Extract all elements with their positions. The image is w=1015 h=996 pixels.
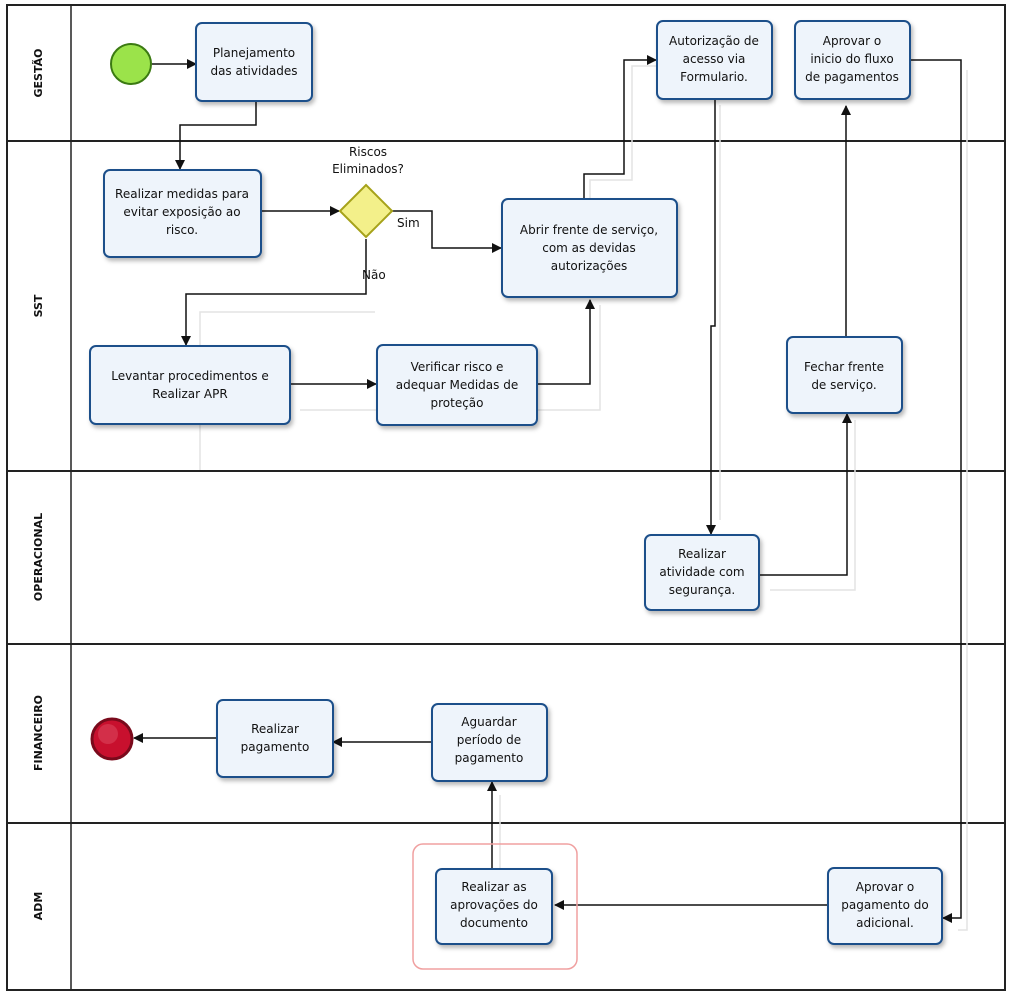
task-abrir-frente[interactable]: Abrir frente de serviço, com as devidas au… bbox=[501, 198, 678, 298]
start-event[interactable] bbox=[110, 43, 152, 85]
task-text-line: pagamento bbox=[455, 751, 524, 765]
task-text-line: evitar exposição ao bbox=[123, 205, 240, 219]
task-text-line: Realizar bbox=[251, 722, 299, 736]
task-text-line: Abrir frente de serviço, bbox=[520, 223, 658, 237]
task-text-line: Realizar medidas para bbox=[115, 187, 249, 201]
task-aprovar-inicio[interactable]: Aprovar o inicio do fluxo de pagamentos bbox=[794, 20, 911, 100]
flow-aprovar-inicio-adm bbox=[910, 59, 962, 923]
task-text-line: proteção bbox=[430, 396, 483, 410]
gateway-riscos-eliminados[interactable] bbox=[338, 183, 394, 239]
task-realizar-medidas[interactable]: Realizar medidas para evitar exposição ao… bbox=[103, 169, 262, 258]
highlight-frame bbox=[412, 843, 578, 970]
lane-label-financeiro: FINANCEIRO bbox=[32, 695, 45, 771]
task-text-line: documento bbox=[460, 916, 528, 930]
task-text-line: de pagamentos bbox=[805, 70, 899, 84]
task-planejamento[interactable]: Planejamento das atividades bbox=[195, 22, 313, 102]
flow-autorizacao-atividade bbox=[706, 99, 716, 535]
task-aprovar-pagamento[interactable]: Aprovar o pagamento do adicional. bbox=[827, 867, 943, 945]
task-text-line: pagamento do bbox=[841, 898, 928, 912]
task-text-line: Levantar procedimentos e bbox=[111, 369, 268, 383]
task-verificar-risco[interactable]: Verificar risco e adequar Medidas de prote… bbox=[376, 344, 538, 426]
end-event[interactable] bbox=[90, 717, 134, 761]
task-text-line: Realizar as bbox=[461, 880, 526, 894]
gateway-nao-label: Não bbox=[362, 268, 386, 282]
lane-label-gestao: GESTÃO bbox=[32, 49, 45, 98]
task-text-line: atividade com bbox=[659, 565, 744, 579]
flow-gateway-sim bbox=[392, 210, 502, 253]
task-text-line: Formulario. bbox=[680, 70, 748, 84]
task-text-line: Planejamento bbox=[213, 46, 295, 60]
task-text-line: com as devidas bbox=[542, 241, 636, 255]
gateway-sim-label: Sim bbox=[397, 216, 420, 230]
task-text-line: aprovações do bbox=[450, 898, 538, 912]
task-text-line: adequar Medidas de bbox=[396, 378, 518, 392]
connectors bbox=[133, 55, 962, 923]
task-text-line: Autorização de bbox=[669, 34, 759, 48]
gateway-label-line-2: Eliminados? bbox=[332, 162, 404, 176]
task-text-line: inicio do fluxo bbox=[810, 52, 893, 66]
task-text-line: de serviço. bbox=[811, 378, 876, 392]
flow-abrir-autorizacao bbox=[583, 55, 657, 198]
task-text-line: período de bbox=[457, 733, 521, 747]
flow-planejamento-medidas bbox=[175, 101, 257, 170]
task-text-line: Aprovar o bbox=[856, 880, 914, 894]
task-levantar-procedimentos[interactable]: Levantar procedimentos e Realizar APR bbox=[89, 345, 291, 425]
task-realizar-atividade[interactable]: Realizar atividade com segurança. bbox=[644, 534, 760, 611]
task-aguardar-periodo[interactable]: Aguardar período de pagamento bbox=[431, 703, 548, 782]
lane-label-adm: ADM bbox=[32, 892, 45, 921]
task-text-line: autorizações bbox=[551, 259, 628, 273]
task-text-line: Verificar risco e bbox=[411, 360, 504, 374]
task-text-line: Aguardar bbox=[461, 715, 516, 729]
task-realizar-aprovacoes[interactable]: Realizar as aprovações do documento bbox=[435, 868, 553, 945]
task-fechar-frente[interactable]: Fechar frente de serviço. bbox=[786, 336, 903, 414]
flow-gateway-nao bbox=[181, 239, 367, 346]
task-text-line: pagamento bbox=[241, 740, 310, 754]
gateway-label-line-1: Riscos bbox=[349, 145, 387, 159]
task-text-line: Fechar frente bbox=[804, 360, 884, 374]
task-text-line: acesso via bbox=[683, 52, 746, 66]
task-text-line: Aprovar o bbox=[823, 34, 881, 48]
task-text-line: risco. bbox=[166, 223, 198, 237]
lane-label-sst: SST bbox=[32, 294, 45, 317]
flow-verificar-abrir bbox=[537, 299, 595, 385]
flow-atividade-fechar bbox=[759, 413, 852, 576]
task-text-line: das atividades bbox=[210, 64, 297, 78]
task-realizar-pagamento[interactable]: Realizar pagamento bbox=[216, 699, 334, 778]
lane-labels: GESTÃO SST OPERACIONAL FINANCEIRO ADM bbox=[32, 49, 45, 921]
task-text-line: Realizar APR bbox=[152, 387, 227, 401]
task-text-line: adicional. bbox=[856, 916, 914, 930]
task-text-line: segurança. bbox=[669, 583, 736, 597]
end-event-shine bbox=[98, 724, 118, 744]
lane-label-operacional: OPERACIONAL bbox=[32, 513, 45, 601]
svg-text:Abrir frente de serviço,com as: Abrir frente de serviço, com as devidas au… bbox=[520, 223, 658, 273]
task-text-line: Realizar bbox=[678, 547, 726, 561]
